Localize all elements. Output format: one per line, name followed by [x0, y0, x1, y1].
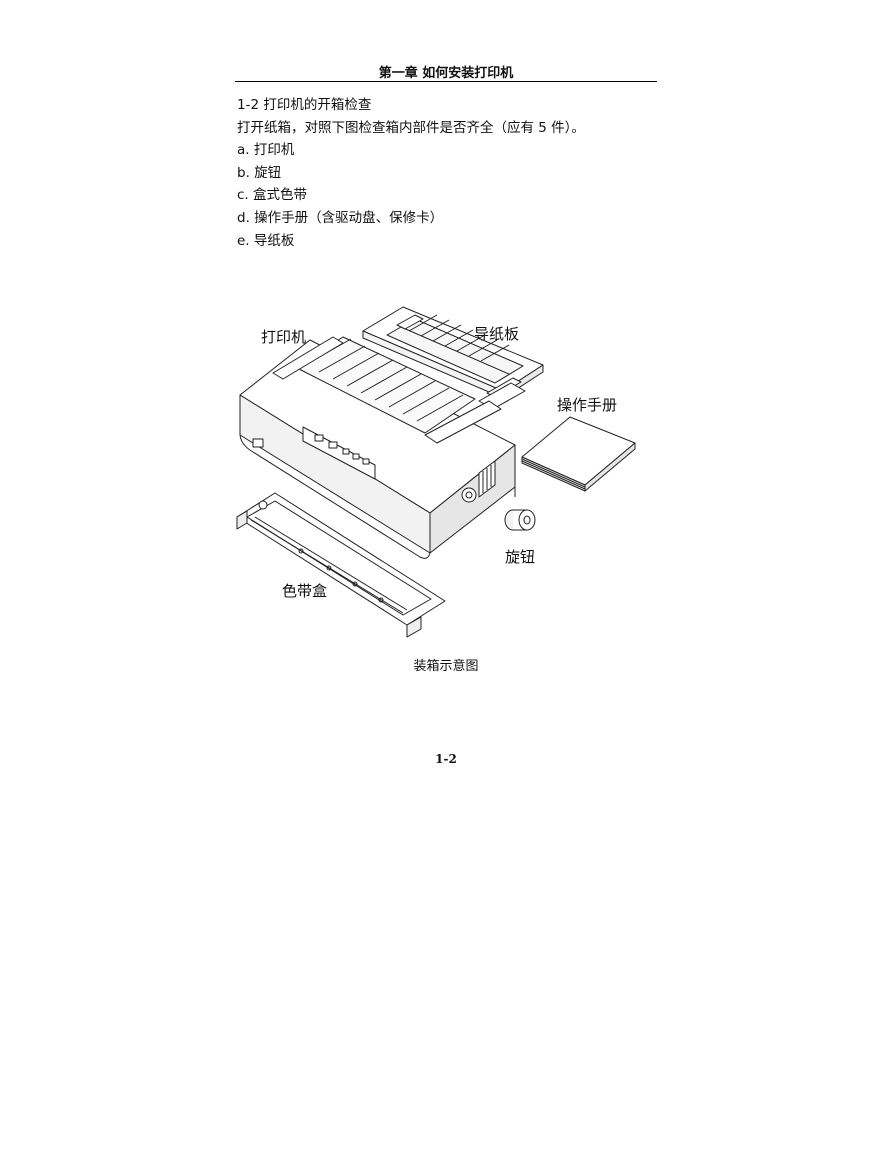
- ribbon-label: 色带盒: [282, 582, 328, 600]
- header-rule: [235, 81, 657, 82]
- page-number: 1-2: [435, 752, 457, 766]
- packing-illustration: [236, 306, 636, 638]
- page-header-title: 第一章 如何安装打印机: [378, 66, 514, 81]
- knob-label: 旋钮: [505, 548, 536, 566]
- section-body: 1-2 打印机的开箱检查 打开纸箱，对照下图检查箱内部件是否齐全（应有 5 件）…: [237, 94, 657, 252]
- paper-guide-drawing: [362, 306, 544, 410]
- list-item: d. 操作手册（含驱动盘、保修卡）: [237, 209, 444, 226]
- section-intro: 打开纸箱，对照下图检查箱内部件是否齐全（应有 5 件）。: [237, 119, 585, 136]
- figure-caption: 装箱示意图: [413, 659, 479, 674]
- list-item: b. 旋钮: [237, 164, 282, 181]
- manual-label: 操作手册: [557, 396, 618, 414]
- printer-drawing: [239, 336, 516, 559]
- section-heading: 1-2 打印机的开箱检查: [237, 97, 372, 113]
- list-item: e. 导纸板: [237, 232, 295, 249]
- packing-figure: 打印机 导纸板 操作手册 旋钮 色带盒: [225, 295, 645, 640]
- knob-drawing: [504, 509, 536, 531]
- paper-guide-label: 导纸板: [474, 325, 520, 343]
- manual-drawing: [521, 416, 636, 492]
- ribbon-drawing: [236, 492, 446, 638]
- list-item: c. 盒式色带: [237, 187, 308, 204]
- list-item: a. 打印机: [237, 142, 295, 159]
- printer-label: 打印机: [261, 328, 307, 346]
